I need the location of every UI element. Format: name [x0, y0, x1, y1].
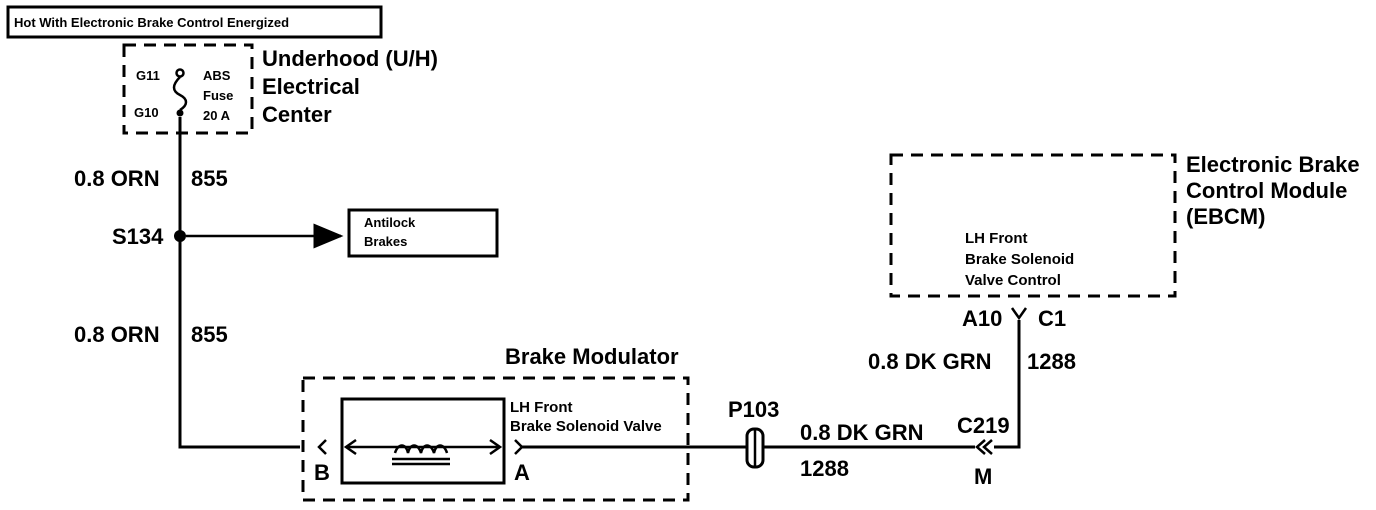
solenoid-coil-icon — [392, 444, 450, 466]
fuse-label-2: Fuse — [203, 88, 233, 103]
pin-b-connector — [317, 439, 327, 455]
uh-electrical-center: G11 G10 ABS Fuse 20 A Underhood (U/H) El… — [122, 43, 438, 135]
p103-label: P103 — [728, 397, 779, 422]
dk-grn-wire-right — [994, 320, 1021, 449]
fuse-pin-bottom: G10 — [134, 105, 159, 120]
fuse-pin-top: G11 — [136, 68, 160, 83]
pin-b-label: B — [314, 460, 330, 485]
antilock-label-1: Antilock — [364, 215, 416, 230]
ebcm-module: LH Front Brake Solenoid Valve Control El… — [889, 152, 1360, 298]
fuse-label-1: ABS — [203, 68, 231, 83]
wire-right-circuit: 1288 — [1027, 349, 1076, 374]
uh-title-1: Underhood (U/H) — [262, 46, 438, 71]
splice-dot — [174, 230, 186, 242]
valve-label-1: LH Front — [510, 399, 572, 416]
orn-wire — [178, 117, 300, 449]
brake-modulator: Brake Modulator B A LH Front Brake Solen… — [301, 344, 690, 502]
fuse-label-3: 20 A — [203, 108, 231, 123]
wire-right-color: 0.8 DK GRN — [868, 349, 991, 374]
fuse-icon — [172, 68, 188, 117]
pin-a-label: A — [514, 460, 530, 485]
c219-label: C219 — [957, 413, 1010, 438]
solenoid-valve-box — [340, 397, 506, 485]
p103-connector: P103 — [728, 397, 779, 469]
wire-upper-color: 0.8 ORN — [74, 166, 160, 191]
ebcm-connector-label: C1 — [1038, 306, 1066, 331]
wire-upper-circuit: 855 — [191, 166, 228, 191]
antilock-label-2: Brakes — [364, 234, 407, 249]
wire-bottom-color: 0.8 DK GRN — [800, 420, 923, 445]
header-box: Hot With Electronic Brake Control Energi… — [6, 5, 383, 39]
ebcm-inner-3: Valve Control — [965, 272, 1061, 289]
wire-bottom-circuit: 1288 — [800, 456, 849, 481]
wire-lower-circuit: 855 — [191, 322, 228, 347]
pin-a-connector — [514, 439, 524, 455]
antilock-brakes-box: Antilock Brakes — [347, 208, 499, 258]
ebcm-inner-2: Brake Solenoid — [965, 251, 1074, 268]
wire-lower-color: 0.8 ORN — [74, 322, 160, 347]
valve-label-2: Brake Solenoid Valve — [510, 418, 662, 435]
ebcm-title-1: Electronic Brake — [1186, 152, 1360, 177]
ebcm-inner-1: LH Front — [965, 230, 1027, 247]
c219-pin-label: M — [974, 464, 992, 489]
brake-modulator-title: Brake Modulator — [505, 344, 679, 369]
c219-connector: C219 M — [957, 413, 1010, 489]
splice-label: S134 — [112, 224, 164, 249]
uh-title-3: Center — [262, 102, 332, 127]
ebcm-title-3: (EBCM) — [1186, 204, 1265, 229]
header-text: Hot With Electronic Brake Control Energi… — [14, 15, 289, 30]
uh-title-2: Electrical — [262, 74, 360, 99]
c1-connector — [1010, 307, 1028, 321]
ebcm-title-2: Control Module — [1186, 178, 1347, 203]
ebcm-pin-label: A10 — [962, 306, 1002, 331]
